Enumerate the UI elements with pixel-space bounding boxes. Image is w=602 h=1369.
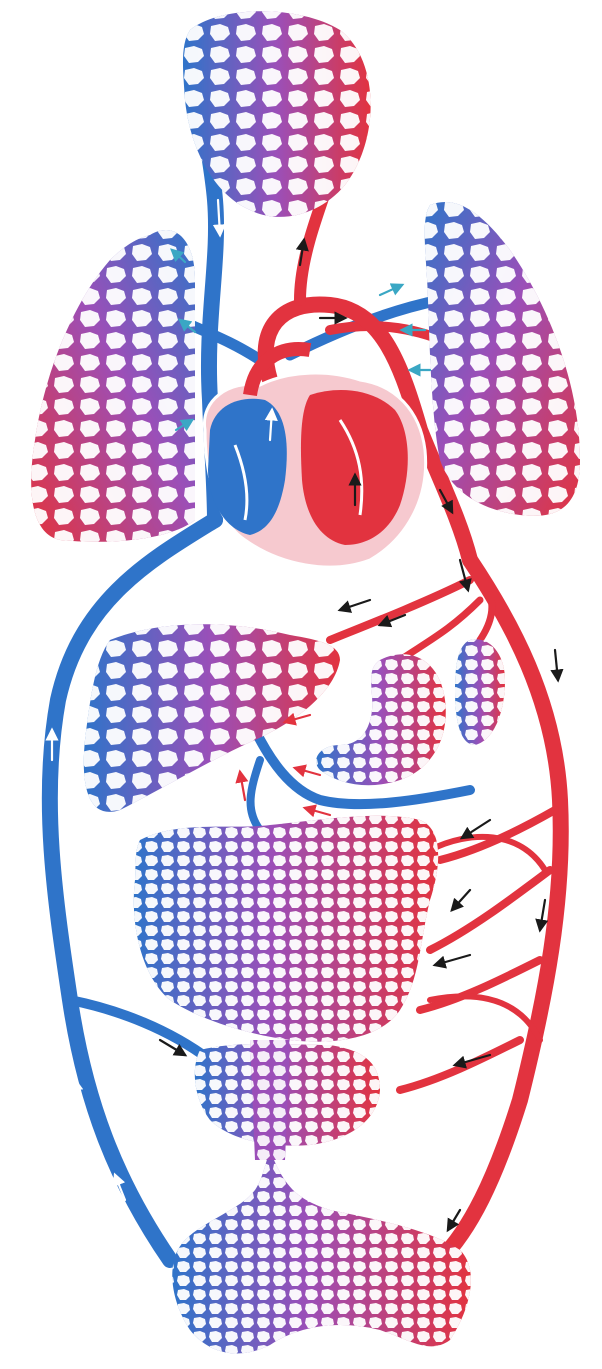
- intestine-capillary-bed: [134, 816, 438, 1042]
- gut-stem-mesh: [250, 1040, 290, 1160]
- flow-arrow: [555, 650, 558, 680]
- red-flow-arrow: [240, 772, 245, 800]
- red-flow-arrow: [305, 808, 330, 815]
- red-flow-arrow: [295, 768, 320, 775]
- flow-arrow: [452, 890, 470, 910]
- artery-lower-organ: [400, 1040, 520, 1090]
- heart: [204, 349, 425, 567]
- flow-arrow-vein: [75, 1080, 80, 1110]
- spleen-capillary-bed: [455, 639, 505, 745]
- flow-arrow: [435, 955, 470, 965]
- flow-arrow: [340, 600, 370, 610]
- flow-arrow: [540, 900, 545, 930]
- left-lung-capillary-bed: [425, 202, 580, 516]
- artery-intestine-2: [430, 870, 550, 950]
- artery-intestine-1: [440, 810, 555, 860]
- lower-body-capillary-bed: [172, 1150, 471, 1353]
- portal-branch: [251, 760, 260, 830]
- right-lung-capillary-bed: [31, 230, 195, 542]
- gas-exchange-arrow: [380, 285, 402, 295]
- artery-kidney: [420, 960, 540, 1010]
